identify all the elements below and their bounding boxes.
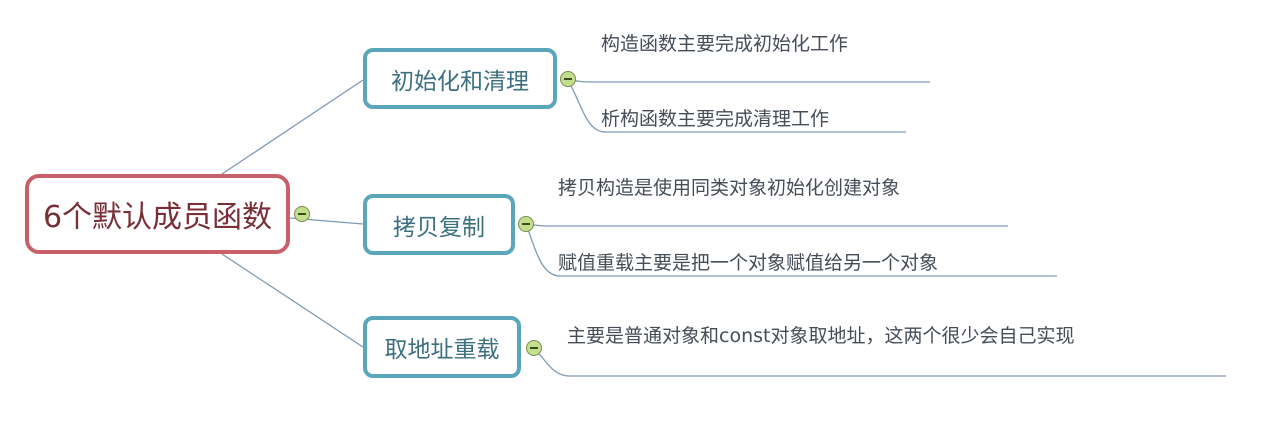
connector-root-branch-3 xyxy=(221,253,364,348)
connector-branch-1-leaf-1 xyxy=(566,78,930,83)
branch-node-label: 拷贝复制 xyxy=(393,214,485,241)
leaf-node-destructor[interactable]: 析构函数主要完成清理工作 xyxy=(601,108,830,130)
root-node-label: 6个默认成员函数 xyxy=(42,200,273,235)
collapse-minus-icon[interactable] xyxy=(518,216,534,232)
leaf-node-constructor[interactable]: 构造函数主要完成初始化工作 xyxy=(601,33,849,55)
leaf-node-assignment-overload[interactable]: 赋值重载主要是把一个对象赋值给另一个对象 xyxy=(558,252,939,274)
branch-node-label: 取地址重载 xyxy=(384,337,500,363)
connector-branch-3-leaf-1 xyxy=(533,347,1226,377)
collapse-minus-icon[interactable] xyxy=(294,206,310,222)
branch-node-init-cleanup[interactable]: 初始化和清理 xyxy=(363,48,557,109)
collapse-minus-icon[interactable] xyxy=(560,71,576,87)
connector-branch-2-leaf-1 xyxy=(525,223,1008,227)
root-node[interactable]: 6个默认成员函数 xyxy=(25,174,290,254)
branch-node-copy[interactable]: 拷贝复制 xyxy=(363,194,515,255)
branch-node-address-overload[interactable]: 取地址重载 xyxy=(363,316,521,378)
leaf-node-copy-constructor[interactable]: 拷贝构造是使用同类对象初始化创建对象 xyxy=(558,177,901,199)
leaf-node-address-of[interactable]: 主要是普通对象和const对象取地址，这两个很少会自己实现 xyxy=(567,325,1075,347)
connector-root-branch-1 xyxy=(221,79,364,175)
branch-node-label: 初始化和清理 xyxy=(391,68,529,95)
collapse-minus-icon[interactable] xyxy=(526,340,542,356)
